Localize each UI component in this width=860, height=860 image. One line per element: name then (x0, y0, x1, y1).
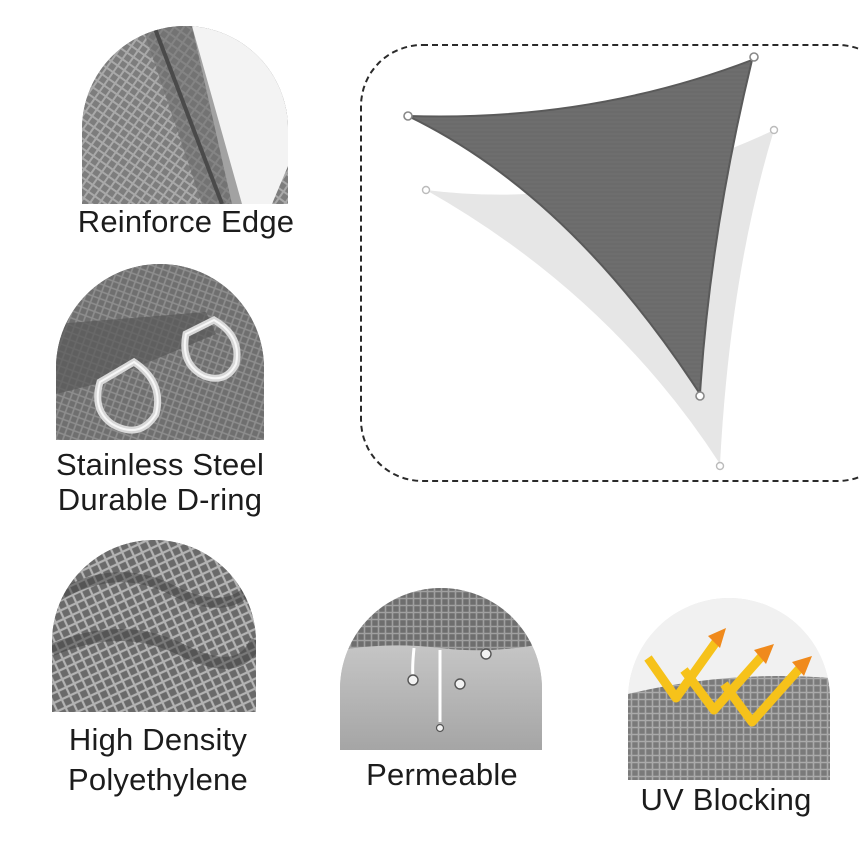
d-ring-image (56, 264, 264, 440)
density-label-line1: High Density (68, 722, 248, 757)
reinforced-edge-icon (82, 26, 288, 204)
reinforce-edge-image (82, 26, 288, 204)
fabric-weave-icon (52, 540, 256, 712)
water-drips-icon (340, 588, 542, 750)
hero-dashed-frame (360, 44, 860, 482)
density-image (52, 540, 256, 712)
d-ring-label-line2: Durable D-ring (57, 482, 263, 517)
uv-arrows-icon (628, 598, 830, 780)
hero-panel (360, 44, 860, 484)
uv-label: UV Blocking (640, 782, 812, 817)
reinforce-edge-label: Reinforce Edge (77, 204, 295, 239)
triangle-shade-sail-icon (403, 52, 779, 471)
permeable-label: Permeable (366, 757, 518, 792)
density-label-line2: Polyethylene (68, 762, 248, 797)
d-ring-label-line1: Stainless Steel (55, 447, 265, 482)
uv-image (628, 598, 830, 780)
permeable-image (340, 588, 542, 750)
d-ring-icon (56, 264, 264, 440)
